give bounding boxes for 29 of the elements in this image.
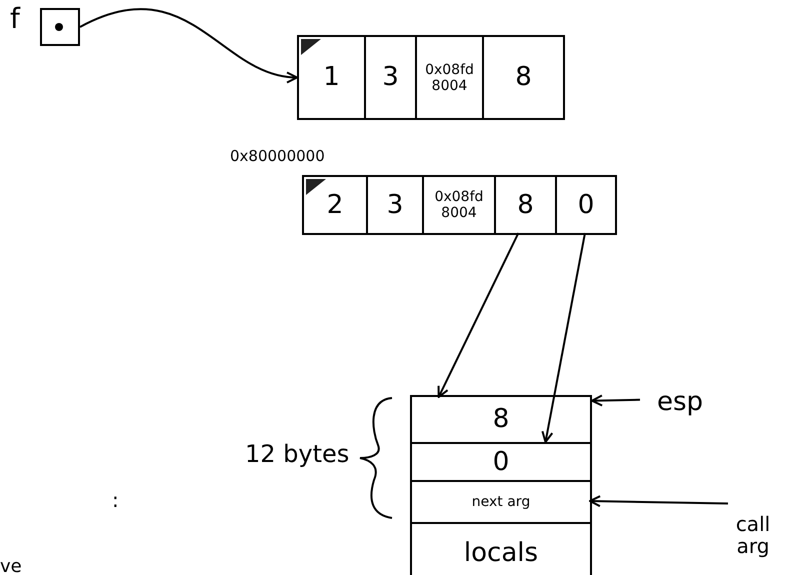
cell-value: 1 [323,63,340,92]
address-label: 0x80000000 [230,147,325,165]
arrow [591,394,640,406]
cell-value: 3 [382,63,399,92]
size-label: 12 bytes [245,440,350,468]
arrow [541,232,586,443]
cell-value: 0x08fd 8004 [434,189,484,221]
cell-value: 3 [386,190,404,220]
array-block [302,175,617,235]
pointer-box [40,8,80,46]
arrow [589,495,728,508]
cell-value: 0 [578,190,594,220]
cell-value: 0x08fd 8004 [424,62,475,94]
cell-value: locals [464,538,538,568]
cell-value: 8 [517,190,534,220]
array-block [297,35,565,120]
cut-off-text: ve [0,556,22,575]
cell-value: 8 [492,405,510,434]
cell-value: next arg [472,494,530,510]
cell-value: 2 [326,190,344,220]
arrow [80,8,298,82]
annotation-text: call arg [728,500,778,570]
ellipsis-mark: : [112,488,119,512]
cell-value: 8 [515,63,532,92]
annotation-text: esp [640,380,720,424]
arrow [438,232,520,398]
cell-value: 0 [492,448,510,476]
stack-frame [410,395,592,575]
variable-name: f [10,2,20,35]
